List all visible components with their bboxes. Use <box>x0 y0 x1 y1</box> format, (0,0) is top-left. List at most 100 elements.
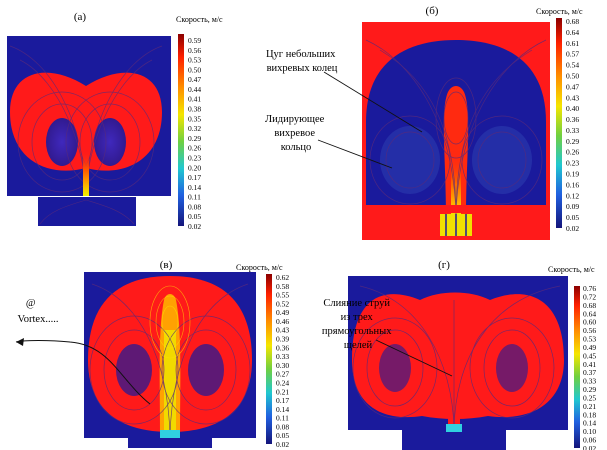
panel-b-legend: Скорость, м/с 0.68 0.64 0.61 0.57 0.540.50 0.… <box>536 7 583 233</box>
legend-tick-label: 0.23 <box>188 153 201 162</box>
legend-tick-label: 0.40 <box>566 104 579 113</box>
legend-tick-label: 0.11 <box>188 193 201 202</box>
panel-d-legend: Скорость, м/с 0.760.720.680.640.600.560.… <box>548 265 596 450</box>
legend-tick-label: 0.72 <box>583 292 596 301</box>
arrow-vortex-train <box>323 71 423 133</box>
legend-tick-label: 0.02 <box>583 444 596 450</box>
legend-tick-label: 0.64 <box>583 309 596 318</box>
legend-tick-label: 0.19 <box>566 170 579 179</box>
legend-tick-label: 0.50 <box>188 65 201 74</box>
legend-tick-label: 0.23 <box>566 159 579 168</box>
panel-b-legend-title: Скорость, м/с <box>536 7 583 16</box>
legend-tick-label: 0.61 <box>566 39 579 48</box>
panel-d-flow-field <box>348 276 568 450</box>
legend-tick-label: 0.39 <box>276 335 289 344</box>
legend-tick-label: 0.53 <box>188 56 201 65</box>
legend-tick-label: 0.29 <box>188 134 201 143</box>
annotation-vortex: @ Vortex..... <box>18 298 59 325</box>
legend-tick-label: 0.32 <box>188 124 201 133</box>
legend-tick-label: 0.76 <box>583 284 596 293</box>
legend-tick-label: 0.26 <box>566 148 579 157</box>
legend-tick-label: 0.09 <box>566 202 579 211</box>
legend-tick-label: 0.08 <box>188 202 201 211</box>
annotation-leading-ring: Лидирующее вихревое кольцо <box>265 114 327 153</box>
legend-tick-label: 0.49 <box>583 343 596 352</box>
legend-tick-label: 0.02 <box>566 224 579 233</box>
legend-tick-label: 0.59 <box>188 36 201 45</box>
legend-tick-label: 0.26 <box>188 144 201 153</box>
legend-tick-label: 0.20 <box>188 163 201 172</box>
annotation-jet-merge: Слияние струй из трех прямоугольных щеле… <box>322 298 394 351</box>
legend-tick-label: 0.56 <box>188 46 201 55</box>
panel-c-colorbar <box>266 274 272 444</box>
legend-tick-label: 0.53 <box>583 335 596 344</box>
legend-tick-label: 0.29 <box>583 385 596 394</box>
arrow-vortex <box>15 340 151 405</box>
panel-a-flow-field <box>7 36 171 226</box>
legend-tick-label: 0.24 <box>276 378 289 387</box>
legend-tick-label: 0.33 <box>276 352 289 361</box>
legend-tick-label: 0.35 <box>188 114 201 123</box>
panel-a-colorbar <box>178 34 184 226</box>
legend-tick-label: 0.06 <box>583 436 596 445</box>
legend-tick-label: 0.08 <box>276 422 289 431</box>
legend-tick-label: 0.14 <box>276 405 289 414</box>
panel-d-label: (г) <box>438 259 450 271</box>
legend-tick-label: 0.55 <box>276 291 289 300</box>
legend-tick-label: 0.21 <box>276 387 289 396</box>
panel-a: (а) <box>7 11 223 231</box>
legend-tick-label: 0.10 <box>583 427 596 436</box>
legend-tick-label: 0.30 <box>276 361 289 370</box>
legend-tick-label: 0.41 <box>188 95 201 104</box>
legend-tick-label: 0.43 <box>566 93 579 102</box>
panel-c-label: (в) <box>160 259 173 271</box>
legend-tick-label: 0.54 <box>566 61 579 70</box>
arrow-jet-merge <box>375 339 453 377</box>
legend-tick-label: 0.57 <box>566 50 579 59</box>
annotation-vortex-train: Цуг небольших вихревых колец <box>266 49 338 74</box>
panel-a-label: (а) <box>74 11 87 23</box>
legend-tick-label: 0.64 <box>566 28 579 37</box>
legend-tick-label: 0.17 <box>188 173 201 182</box>
arrow-vortex-head <box>16 338 24 346</box>
panel-d: (г) Скорость, м/с 0.760.720.680.6 <box>322 259 596 450</box>
legend-tick-label: 0.16 <box>566 180 579 189</box>
panel-a-legend: Скорость, м/с 0.590.560.530.500.470.440.… <box>176 15 223 231</box>
legend-tick-label: 0.33 <box>566 126 579 135</box>
legend-tick-label: 0.02 <box>188 222 201 231</box>
legend-tick-label: 0.52 <box>276 299 289 308</box>
legend-tick-label: 0.25 <box>583 393 596 402</box>
panel-a-legend-title: Скорость, м/с <box>176 15 223 24</box>
legend-tick-label: 0.45 <box>583 351 596 360</box>
legend-tick-label: 0.14 <box>583 419 596 428</box>
legend-tick-label: 0.41 <box>583 360 596 369</box>
legend-tick-label: 0.21 <box>583 402 596 411</box>
arrow-leading-ring <box>317 139 393 169</box>
legend-tick-label: 0.50 <box>566 71 579 80</box>
panel-c-legend-title: Скорость, м/с <box>236 263 283 272</box>
legend-tick-label: 0.05 <box>188 212 201 221</box>
panel-c-flow-field <box>84 272 256 448</box>
legend-tick-label: 0.33 <box>583 377 596 386</box>
legend-tick-label: 0.43 <box>276 326 289 335</box>
panel-c: (в) <box>15 259 289 449</box>
legend-tick-label: 0.68 <box>583 301 596 310</box>
legend-tick-label: 0.68 <box>566 17 579 26</box>
panel-d-colorbar <box>574 286 580 448</box>
legend-tick-label: 0.17 <box>276 396 289 405</box>
legend-tick-label: 0.47 <box>188 75 201 84</box>
legend-tick-label: 0.58 <box>276 282 289 291</box>
legend-tick-label: 0.05 <box>276 431 289 440</box>
legend-tick-label: 0.11 <box>276 414 289 423</box>
legend-tick-label: 0.36 <box>566 115 579 124</box>
legend-tick-label: 0.36 <box>276 343 289 352</box>
legend-tick-label: 0.37 <box>583 368 596 377</box>
legend-tick-label: 0.02 <box>276 440 289 449</box>
legend-tick-label: 0.60 <box>583 318 596 327</box>
panel-c-legend: Скорость, м/с 0.620.580.550.520.490.460.… <box>236 263 289 449</box>
legend-tick-label: 0.12 <box>566 191 579 200</box>
panel-b-colorbar <box>556 18 562 228</box>
panel-d-legend-title: Скорость, м/с <box>548 265 595 274</box>
legend-tick-label: 0.46 <box>276 317 289 326</box>
